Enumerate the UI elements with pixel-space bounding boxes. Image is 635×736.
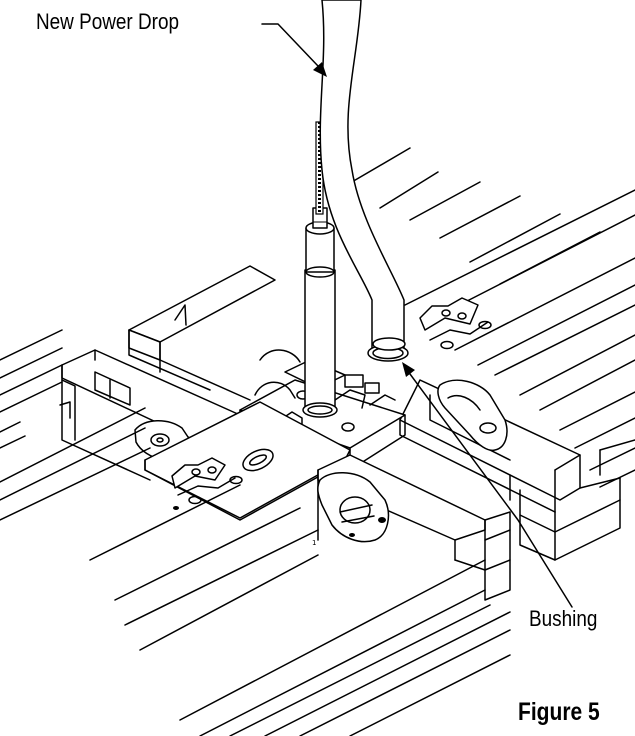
callout-power-drop-leader xyxy=(261,23,327,77)
right-bracket xyxy=(437,379,508,452)
back-frame xyxy=(128,265,276,401)
vertical-pole xyxy=(302,207,338,418)
callout-bushing-leader xyxy=(402,362,573,608)
front-rails xyxy=(0,407,511,736)
front-plate xyxy=(144,401,351,521)
rear-rails xyxy=(344,147,635,376)
power-drop-conduit xyxy=(319,0,409,362)
figure-title: Figure 5 xyxy=(518,698,600,726)
power-drop-callout-label: New Power Drop xyxy=(36,9,180,34)
upper-clip xyxy=(419,297,492,350)
front-bracket: 1 xyxy=(312,472,390,547)
left-frame xyxy=(0,329,241,481)
small-mark: 1 xyxy=(312,539,316,547)
bushing-callout-label: Bushing xyxy=(529,606,598,631)
